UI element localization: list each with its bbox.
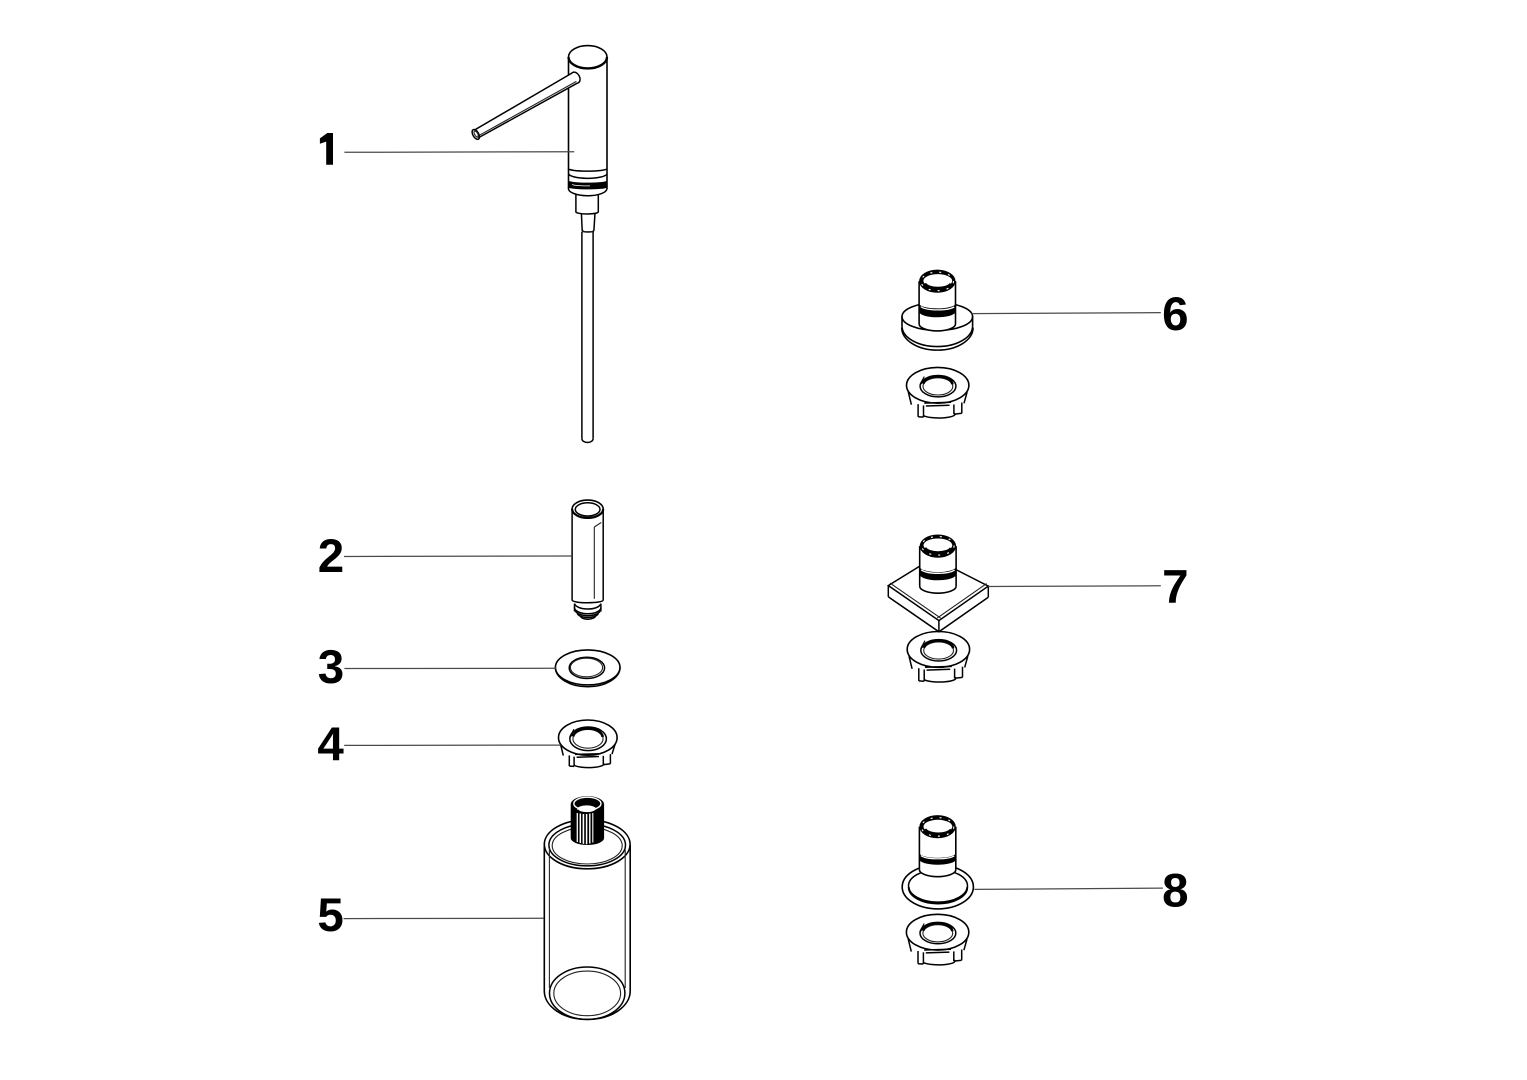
svg-text:2: 2 [318,530,344,583]
svg-text:3: 3 [318,641,344,694]
svg-text:7: 7 [1162,561,1188,614]
svg-text:8: 8 [1162,864,1188,917]
svg-text:5: 5 [317,889,343,942]
svg-text:6: 6 [1162,288,1188,341]
svg-text:4: 4 [317,718,344,771]
